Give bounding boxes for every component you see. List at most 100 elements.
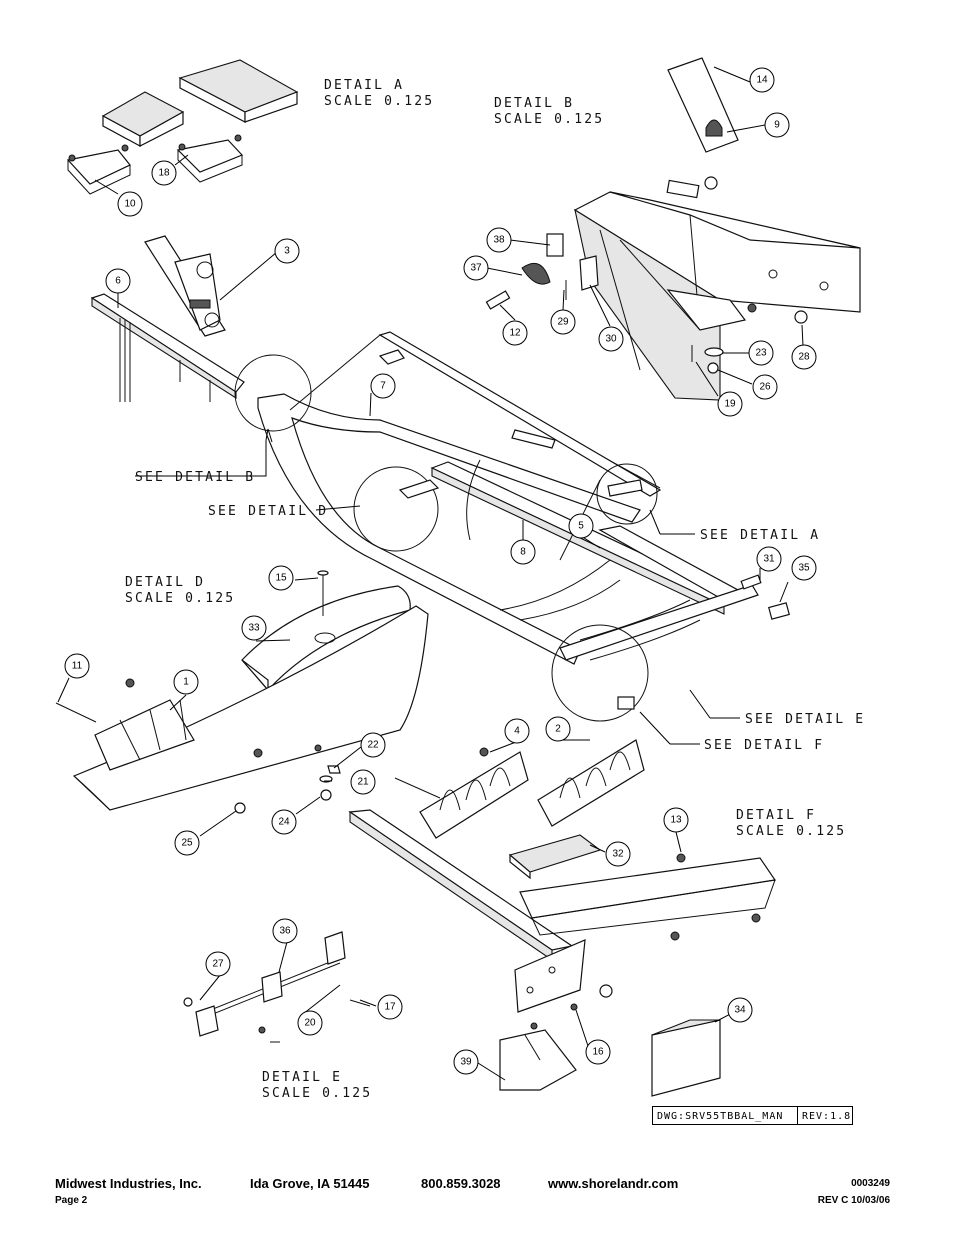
balloon-1: 1 — [173, 669, 199, 695]
footer-company: Midwest Industries, Inc. — [55, 1176, 202, 1191]
balloon-26: 26 — [752, 374, 778, 400]
svg-text:12: 12 — [509, 328, 521, 339]
see-detail-a-label: SEE DETAIL A — [700, 528, 820, 543]
balloon-15: 15 — [268, 565, 294, 591]
svg-text:13: 13 — [670, 815, 682, 826]
balloon-17: 17 — [377, 994, 403, 1020]
svg-text:18: 18 — [158, 168, 170, 179]
svg-text:33: 33 — [248, 623, 260, 634]
svg-text:14: 14 — [756, 75, 768, 86]
svg-text:22: 22 — [367, 740, 379, 751]
svg-text:29: 29 — [557, 317, 569, 328]
svg-text:34: 34 — [734, 1005, 746, 1016]
leader-lines — [57, 66, 804, 1081]
svg-text:23: 23 — [755, 348, 767, 359]
item-balloons: 1 2 3 4 5 6 7 8 9 10 11 12 13 14 15 16 1… — [64, 67, 817, 1075]
detail-a-title: DETAIL A — [324, 78, 404, 93]
svg-text:15: 15 — [275, 573, 287, 584]
balloon-10: 10 — [117, 191, 143, 217]
balloon-7: 7 — [370, 373, 396, 399]
see-detail-f-label: SEE DETAIL F — [704, 738, 824, 753]
balloon-37: 37 — [463, 255, 489, 281]
detail-f-drawing — [348, 809, 777, 1097]
balloon-9: 9 — [764, 112, 790, 138]
footer-city: Ida Grove, IA 51445 — [250, 1176, 370, 1191]
svg-text:2: 2 — [555, 724, 561, 735]
detail-d-scale: SCALE 0.125 — [125, 591, 235, 606]
svg-text:1: 1 — [183, 677, 189, 688]
balloon-8: 8 — [510, 539, 536, 565]
footer-document-number: 0003249 — [851, 1178, 890, 1189]
detail-f-title: DETAIL F — [736, 808, 816, 823]
balloon-2: 2 — [545, 716, 571, 742]
balloon-27: 27 — [205, 951, 231, 977]
detail-b-scale: SCALE 0.125 — [494, 112, 604, 127]
balloon-4: 4 — [504, 718, 530, 744]
svg-text:26: 26 — [759, 382, 771, 393]
balloon-33: 33 — [241, 615, 267, 641]
svg-text:5: 5 — [578, 521, 584, 532]
bunk-brackets — [394, 739, 645, 880]
svg-text:21: 21 — [357, 777, 369, 788]
footer-website: www.shorelandr.com — [548, 1176, 679, 1191]
detail-b-drawing — [485, 57, 861, 401]
detail-d-title: DETAIL D — [125, 575, 205, 590]
svg-text:35: 35 — [798, 563, 810, 574]
balloon-29: 29 — [550, 309, 576, 335]
title-block-revision: REV:1.8 — [797, 1106, 853, 1125]
balloon-22: 22 — [360, 732, 386, 758]
balloon-3: 3 — [274, 238, 300, 264]
balloon-12: 12 — [502, 320, 528, 346]
see-detail-e-label: SEE DETAIL E — [745, 712, 865, 727]
balloon-19: 19 — [717, 391, 743, 417]
footer-revision: REV C 10/03/06 — [817, 1195, 890, 1206]
svg-text:20: 20 — [304, 1018, 316, 1029]
detail-e-title: DETAIL E — [262, 1070, 342, 1085]
balloon-32: 32 — [605, 841, 631, 867]
balloon-21: 21 — [350, 769, 376, 795]
svg-text:32: 32 — [612, 849, 624, 860]
svg-text:24: 24 — [278, 817, 290, 828]
balloon-30: 30 — [598, 326, 624, 352]
svg-text:16: 16 — [592, 1047, 604, 1058]
svg-text:19: 19 — [724, 399, 736, 410]
svg-text:31: 31 — [763, 554, 775, 565]
svg-text:3: 3 — [284, 246, 290, 257]
balloon-20: 20 — [297, 1010, 323, 1036]
detail-a-drawing — [66, 59, 299, 195]
svg-text:11: 11 — [72, 661, 83, 672]
svg-text:36: 36 — [279, 926, 291, 937]
footer-page-number: Page 2 — [55, 1195, 88, 1206]
balloon-23: 23 — [748, 340, 774, 366]
svg-text:38: 38 — [493, 235, 505, 246]
tongue-and-winch-stand — [90, 235, 245, 402]
balloon-25: 25 — [174, 830, 200, 856]
svg-text:8: 8 — [520, 547, 526, 558]
balloon-14: 14 — [749, 67, 775, 93]
svg-text:39: 39 — [460, 1057, 472, 1068]
detail-e-scale: SCALE 0.125 — [262, 1086, 372, 1101]
balloon-5: 5 — [568, 513, 594, 539]
detail-e-drawing — [183, 931, 371, 1043]
svg-text:4: 4 — [514, 726, 520, 737]
svg-text:7: 7 — [380, 381, 386, 392]
svg-text:9: 9 — [774, 120, 780, 131]
detail-d-drawing — [55, 570, 429, 814]
title-block-drawing-number: DWG:SRV55TBBAL_MAN — [652, 1106, 798, 1125]
balloon-11: 11 — [64, 653, 90, 679]
svg-text:30: 30 — [605, 334, 617, 345]
see-detail-d-label: SEE DETAIL D — [208, 504, 328, 519]
detail-f-scale: SCALE 0.125 — [736, 824, 846, 839]
balloon-18: 18 — [151, 160, 177, 186]
svg-text:27: 27 — [212, 959, 224, 970]
see-detail-b-label: SEE DETAIL B — [135, 470, 255, 485]
svg-text:6: 6 — [115, 276, 121, 287]
balloon-39: 39 — [453, 1049, 479, 1075]
balloon-34: 34 — [727, 997, 753, 1023]
balloon-13: 13 — [663, 807, 689, 833]
balloon-36: 36 — [272, 918, 298, 944]
svg-text:17: 17 — [384, 1002, 396, 1013]
balloon-6: 6 — [105, 268, 131, 294]
svg-text:25: 25 — [181, 838, 193, 849]
